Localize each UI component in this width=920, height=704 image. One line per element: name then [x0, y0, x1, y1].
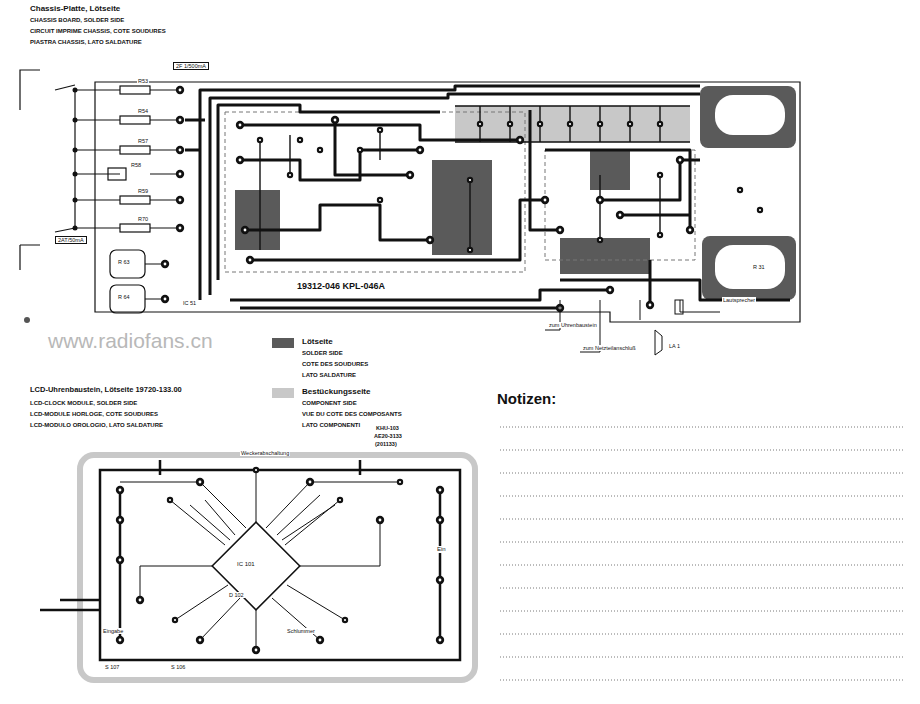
speaker-label: Lautsprecher — [722, 297, 756, 303]
legend-swatch — [272, 388, 294, 398]
part-label: (201133) — [374, 441, 398, 447]
part-label: Ein — [436, 546, 447, 553]
board-subheading: LCD-MODULE HORLOGE, COTE SOUDURES — [30, 411, 158, 418]
lcd-clock-board — [40, 455, 475, 680]
note-lines — [500, 427, 905, 680]
resistor-label: R 31 — [752, 264, 766, 270]
board-subheading: CIRCUIT IMPRIME CHASSIS, COTE SOUDURES — [30, 28, 166, 35]
watermark: www.radiofans.cn — [48, 329, 213, 352]
diode-label: D 102 — [228, 592, 245, 598]
legend-text: Lötseite — [302, 338, 333, 347]
ic-label: IC 51 — [182, 300, 197, 306]
resistor-label: R54 — [137, 108, 149, 114]
resistor-label: R53 — [137, 78, 149, 84]
switch-label: Eingabe — [102, 628, 124, 634]
board-heading: LCD-Uhrenbaustein, Lötseite 19720-133.00 — [30, 386, 182, 394]
legend-translation: COMPONENT SIDE — [302, 400, 357, 407]
resistor-label: R57 — [137, 138, 149, 144]
resistor-label: R70 — [137, 216, 149, 222]
resistor-label: R 63 — [117, 259, 131, 265]
resistor-label: R59 — [137, 188, 149, 194]
board-heading: Chassis-Platte, Lötseite — [30, 5, 120, 14]
part-label: Weckerabschaltung — [240, 450, 290, 456]
switch-label: S 107 — [104, 664, 120, 670]
legend-translation: COTE DES SOUDURES — [302, 361, 368, 368]
board-subheading: LCD-CLOCK MODULE, SOLDER SIDE — [30, 400, 137, 407]
chassis-board — [20, 70, 800, 355]
legend-translation: SOLDER SIDE — [302, 350, 343, 357]
part-label: KHU-103 — [375, 425, 400, 431]
board-number: 19312-046 KPL-046A — [296, 282, 386, 292]
legend-swatch — [272, 338, 294, 348]
part-label: AE20-3133 — [373, 433, 403, 439]
legend-text: Bestückungsseite — [302, 388, 370, 397]
switch-label: Schlummer — [286, 628, 316, 634]
wire-label: zum Netzteilanschluß — [582, 345, 637, 351]
resistor-label: R58 — [130, 162, 142, 168]
lamp-label: LA 1 — [668, 343, 681, 349]
fuse-label: 2AT/50mA — [55, 236, 87, 244]
ic-label: IC 101 — [236, 561, 256, 568]
resistor-label: R 64 — [117, 294, 131, 300]
board-subheading: CHASSIS BOARD, SOLDER SIDE — [30, 17, 124, 24]
fuse-label: 2F 1/500mA — [173, 62, 209, 70]
wire-label: zum Uhrenbaustein — [548, 322, 598, 328]
board-subheading: PIASTRA CHASSIS, LATO SALDATURE — [30, 39, 142, 46]
switch-label: S 106 — [170, 664, 186, 670]
board-subheading: LCD-MODULO OROLOGIO, LATO SALDATURE — [30, 422, 163, 429]
legend-translation: VUE DU COTE DES COMPOSANTS — [302, 411, 402, 418]
notes-heading: Notizen: — [497, 391, 556, 408]
legend-translation: LATO COMPONENTI — [302, 422, 360, 429]
legend-translation: LATO SALDATURE — [302, 372, 356, 379]
